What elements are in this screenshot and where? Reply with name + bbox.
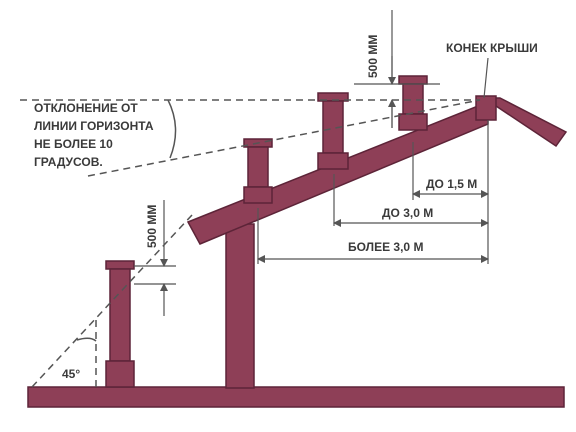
forty-five-degree-line [31, 214, 193, 388]
ridge-leader [483, 57, 489, 99]
dim-horizontal [257, 120, 489, 264]
wall [225, 223, 255, 389]
deviation-label-4: ГРАДУСОВ. [34, 155, 103, 169]
deviation-angle-arc [167, 99, 177, 159]
floor-slab [27, 386, 565, 408]
dim-500-left [134, 200, 176, 316]
angle-45-label: 45° [62, 367, 80, 381]
chimney-middle-high [317, 92, 349, 170]
roof-ridge [475, 95, 497, 121]
ridge-label: КОНЕК КРЫШИ [446, 41, 538, 55]
chimney-left [105, 260, 135, 388]
up-to-3-0-label: ДО 3,0 М [382, 206, 433, 220]
dim-500-left-label: 500 ММ [145, 205, 159, 248]
chimney-middle-low [243, 138, 273, 204]
deviation-label-1: ОТКЛОНЕНИЕ ОТ [34, 101, 138, 115]
dim-500-top [354, 10, 440, 128]
more-than-3-0-label: БОЛЕЕ 3,0 М [348, 240, 423, 254]
dim-500-top-label: 500 ММ [366, 35, 380, 78]
ten-degree-line [87, 99, 481, 177]
up-to-1-5-label: ДО 1,5 М [426, 177, 477, 191]
guide-lines [20, 99, 481, 388]
deviation-label-2: ЛИНИИ ГОРИЗОНТА [34, 119, 154, 133]
deviation-label-3: НЕ БОЛЕЕ 10 [34, 137, 113, 151]
forty-five-angle-arc [76, 337, 97, 342]
